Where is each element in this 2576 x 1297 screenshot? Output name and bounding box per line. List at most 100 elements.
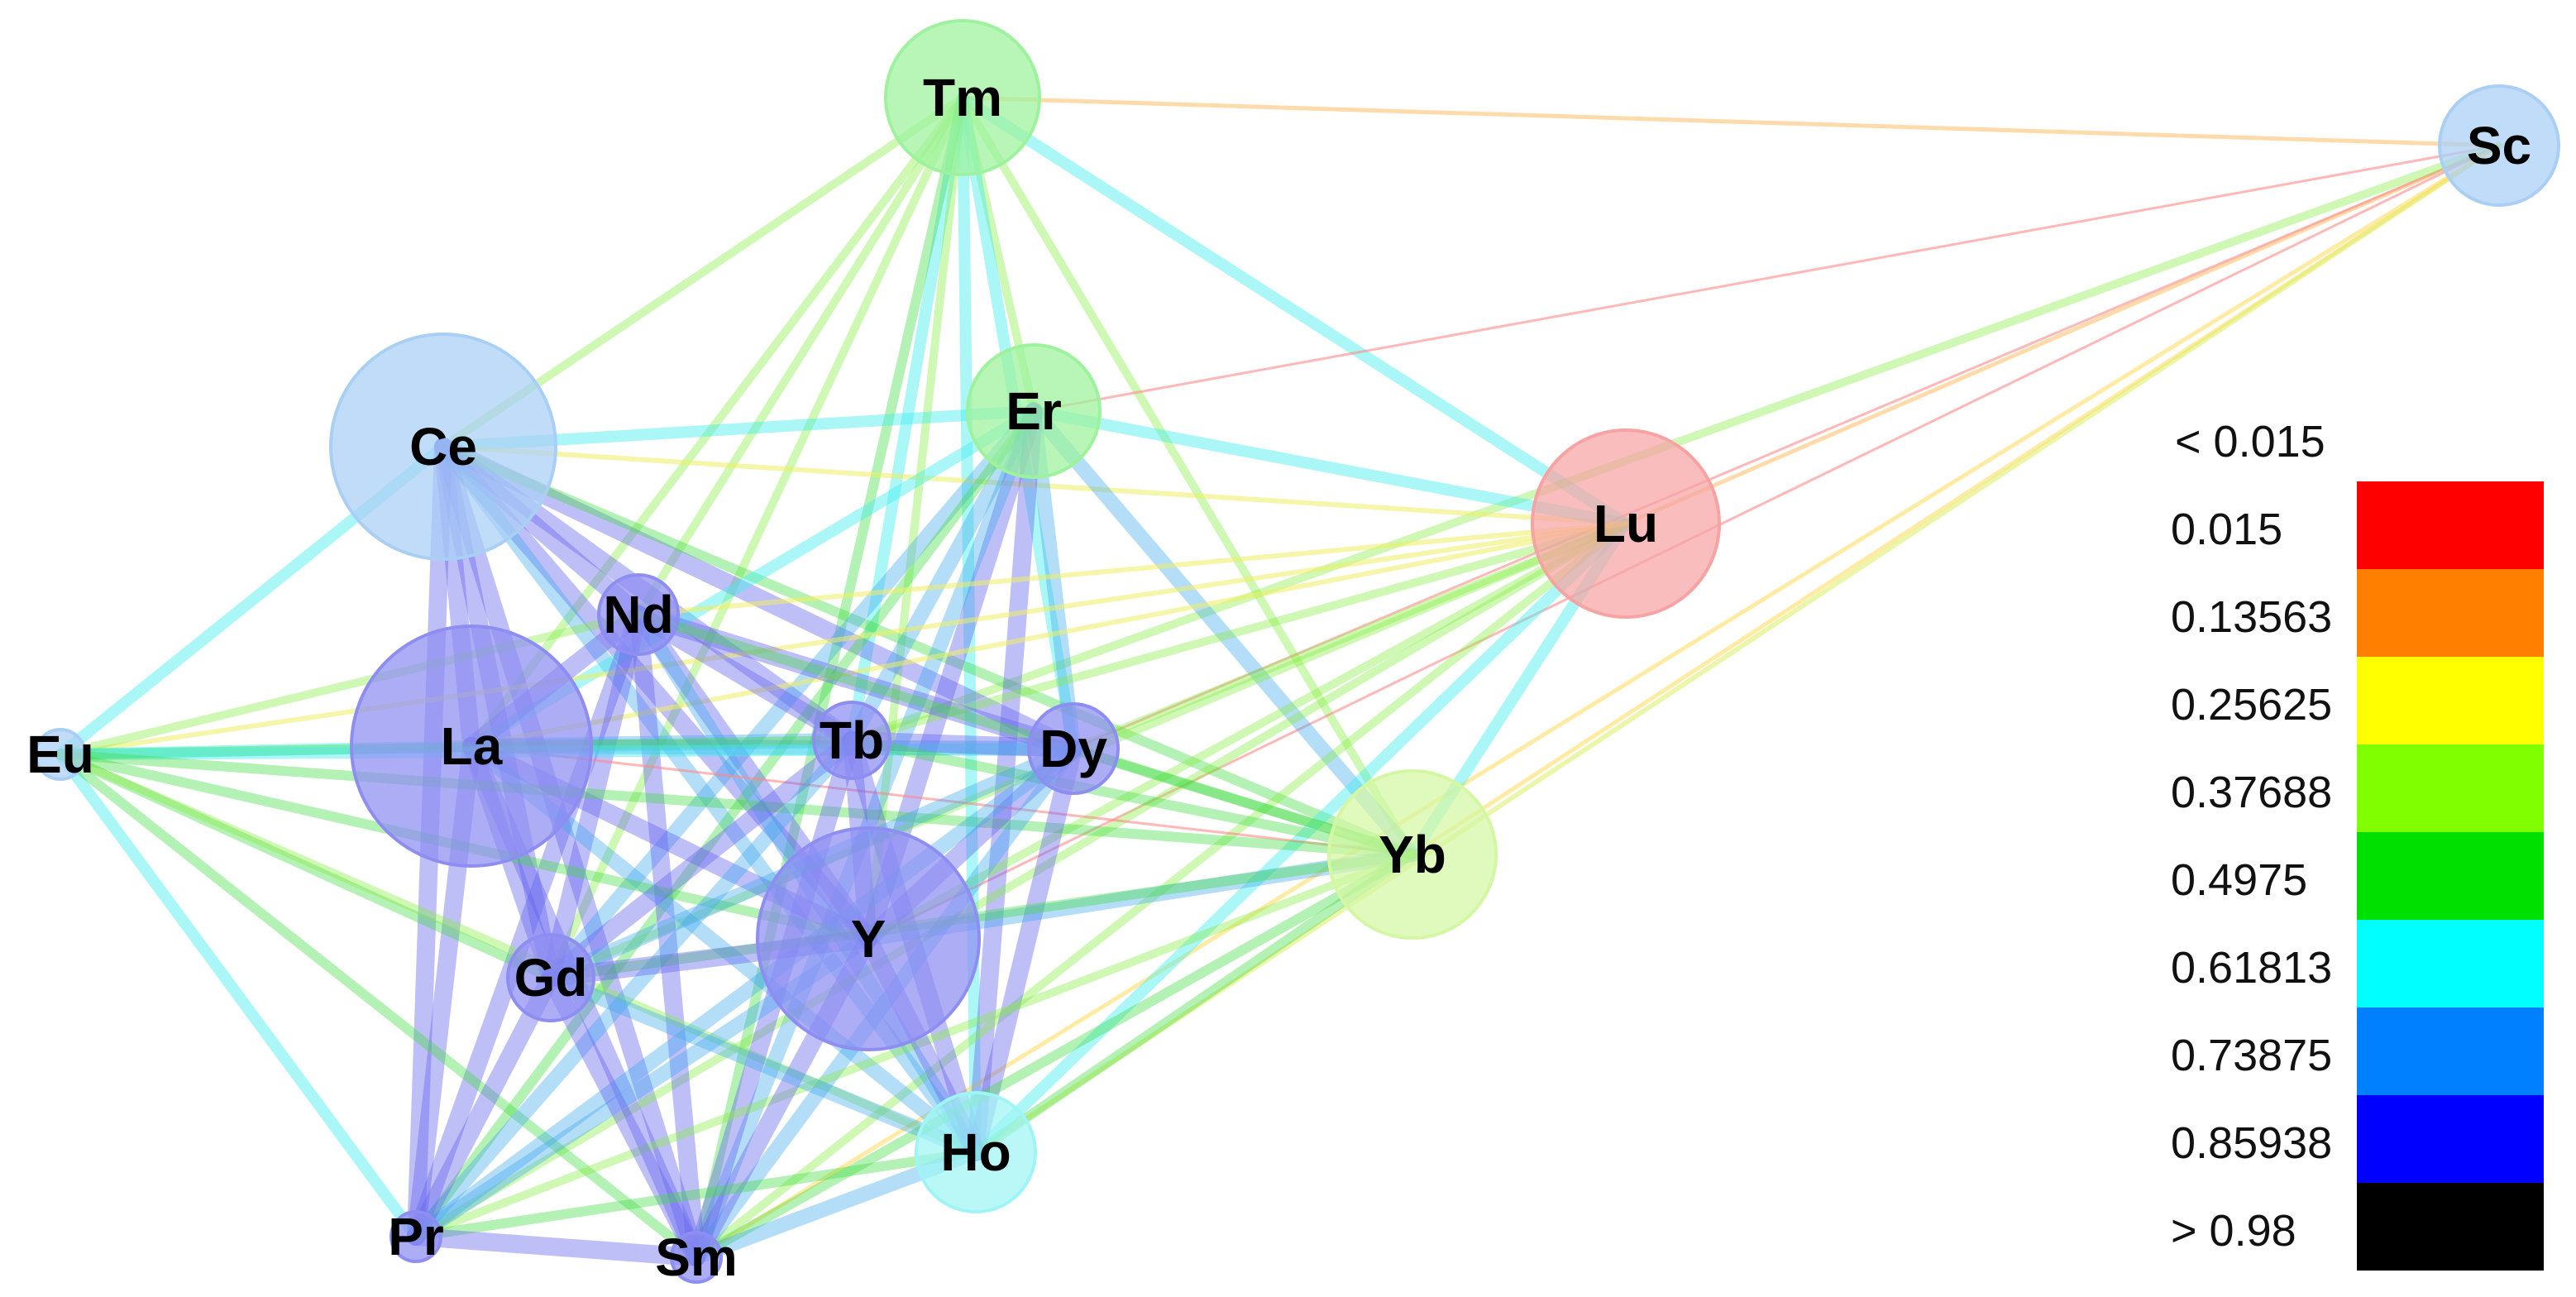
edge-ce-sm (434, 438, 705, 1266)
edge-yb-pr (412, 850, 1417, 1241)
node-nd: Nd (597, 573, 680, 656)
edge-tm-la (467, 93, 967, 750)
edge-tm-y (864, 93, 967, 943)
edge-sc-sm (694, 143, 2502, 1260)
legend-label-1: 0.015 (2171, 505, 2282, 554)
node-label-yb: Yb (1379, 825, 1446, 884)
edge-nd-eu (56, 610, 643, 759)
edge-tm-gd (547, 93, 967, 982)
edge-lu-ho (970, 518, 1632, 1158)
edge-tm-yb (958, 93, 1417, 859)
legend-swatch-8 (2357, 1095, 2544, 1183)
edge-eu-sm (55, 749, 701, 1262)
legend-swatch-6 (2357, 920, 2544, 1007)
edge-lu-la (469, 521, 1628, 749)
edge-sc-dy (1072, 144, 2501, 750)
node-lu: Lu (1531, 428, 1721, 619)
edge-lu-tb (848, 519, 1630, 744)
node-sm: Sm (655, 1228, 738, 1287)
legend-swatch-2 (2357, 569, 2544, 657)
edge-tb-gd (542, 731, 861, 987)
node-circle-yb (1327, 769, 1498, 940)
node-circle-tb (812, 701, 891, 780)
node-y: Y (756, 826, 981, 1051)
node-ho: Ho (915, 1091, 1037, 1213)
legend-label-3: 0.25625 (2171, 680, 2332, 730)
edge-er-pr (411, 406, 1039, 1242)
edge-eu-yb (55, 749, 1417, 859)
node-circle-gd (506, 933, 595, 1022)
legend-swatch-1 (2357, 481, 2544, 569)
node-circle-la (350, 625, 593, 868)
edge-dy-pr (409, 741, 1081, 1244)
node-label-tm: Tm (923, 68, 1002, 127)
node-label-ho: Ho (940, 1122, 1011, 1182)
node-circle-ho (915, 1091, 1037, 1213)
legend-label-below-min: < 0.015 (2175, 417, 2325, 467)
edge-ce-dy (434, 438, 1082, 758)
node-label-sc: Sc (2467, 116, 2531, 175)
edge-lu-y (864, 519, 1630, 943)
legend-label-6: 0.61813 (2171, 943, 2332, 993)
edge-yb-ho (971, 850, 1417, 1157)
node-circle-ce (329, 333, 557, 561)
legend-label-9: > 0.98 (2171, 1206, 2296, 1256)
node-label-er: Er (1006, 381, 1062, 441)
node-tm: Tm (884, 19, 1041, 176)
node-er: Er (966, 343, 1102, 479)
node-label-sm: Sm (655, 1228, 738, 1287)
legend-label-8: 0.85938 (2171, 1118, 2332, 1168)
edge-lu-eu (58, 521, 1628, 757)
node-circle-y (756, 826, 981, 1051)
edge-nd-gd (542, 605, 648, 987)
node-circle-sm (670, 1231, 723, 1284)
node-label-dy: Dy (1039, 719, 1107, 778)
node-circle-sc (2438, 84, 2560, 207)
node-label-tb: Tb (820, 711, 884, 770)
legend-label-2: 0.13563 (2171, 592, 2332, 642)
edge-nd-dy (629, 605, 1082, 758)
node-sc: Sc (2438, 84, 2560, 207)
edge-nd-yb (633, 610, 1417, 859)
edge-sc-lu (1623, 143, 2502, 526)
legend-swatch-7 (2357, 1007, 2544, 1095)
node-la: La (350, 625, 593, 868)
edge-ce-yb (438, 442, 1417, 859)
node-circle-dy (1027, 702, 1120, 795)
edge-tm-sc (960, 95, 2502, 148)
node-circle-eu (34, 728, 87, 781)
edge-sc-ho (973, 143, 2502, 1155)
edge-nd-sm (629, 605, 705, 1266)
edge-sc-er (1032, 144, 2501, 413)
node-circle-lu (1531, 428, 1721, 619)
legend-label-7: 0.73875 (2171, 1031, 2332, 1080)
edge-tb-yb (847, 735, 1417, 859)
edge-lu-sm (692, 519, 1630, 1261)
edge-nd-pr (407, 605, 648, 1246)
edge-er-lu (1028, 405, 1632, 529)
edge-gd-sm (542, 969, 705, 1266)
node-circle-nd (597, 573, 680, 656)
node-yb: Yb (1327, 769, 1498, 940)
edge-tb-pr (409, 733, 859, 1244)
edge-lu-nd (636, 521, 1628, 617)
node-label-eu: Eu (26, 725, 94, 784)
edge-dy-ho (967, 739, 1082, 1161)
edge-yb-sm (691, 850, 1417, 1262)
node-gd: Gd (506, 933, 595, 1022)
edge-ce-lu (441, 444, 1628, 526)
node-label-lu: Lu (1594, 494, 1658, 553)
legend-swatch-5 (2357, 832, 2544, 920)
node-label-ce: Ce (409, 417, 477, 476)
edge-lu-dy (1069, 519, 1630, 753)
node-eu: Eu (26, 725, 94, 784)
color-legend: < 0.015 0.0150.135630.256250.376880.4975… (2171, 417, 2544, 1271)
edge-tm-nd (634, 93, 967, 619)
node-label-y: Y (851, 909, 887, 969)
node-ce: Ce (329, 333, 557, 561)
node-circle-pr (390, 1210, 442, 1263)
node-label-nd: Nd (603, 585, 673, 644)
